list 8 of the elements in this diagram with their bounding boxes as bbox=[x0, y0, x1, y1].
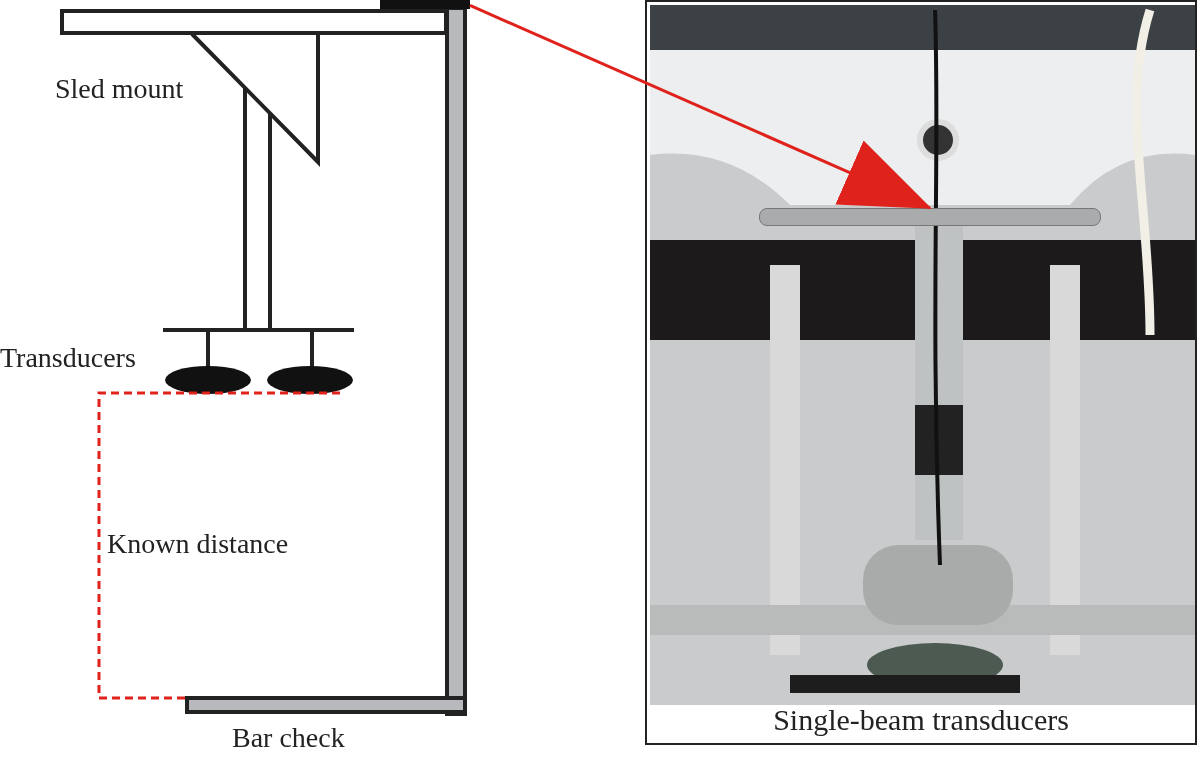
mounting-plate bbox=[759, 208, 1101, 226]
part-label: Transducers bbox=[0, 344, 136, 372]
photo-caption: Single-beam transducers bbox=[772, 705, 1070, 735]
mount-block bbox=[380, 0, 470, 9]
arrow bbox=[469, 4, 932, 210]
part-label: Known distance bbox=[107, 530, 289, 558]
part-label: Bar check bbox=[232, 724, 345, 752]
part-label: Sled mount bbox=[55, 75, 184, 103]
